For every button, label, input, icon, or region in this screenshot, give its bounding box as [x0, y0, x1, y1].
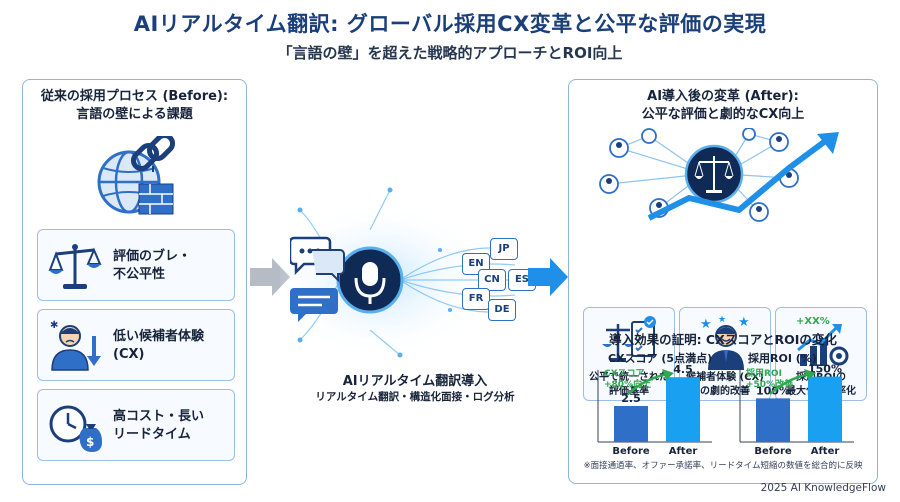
happy-candidate-icon: ★ ★ ★ — [700, 315, 750, 370]
page-title: AIリアルタイム翻訳: グローバル採用CX変革と公平な評価の実現 — [133, 12, 767, 36]
roi-badge: +XX% — [796, 316, 830, 327]
clock-money-icon: $ — [49, 405, 102, 452]
cx-chart-title: CXスコア (5点満点) — [608, 352, 713, 365]
after-card-2-line2: の劇的改善 — [700, 386, 750, 397]
center-label-main: AIリアルタイム翻訳導入 — [342, 374, 488, 389]
fair-network-growth-icon — [599, 128, 839, 222]
before-card-low-cx: ✱ 低い候補者体験 (CX) — [37, 309, 235, 381]
cx-annotation-line2: +80%向上 — [604, 378, 651, 390]
before-card-2-line1: 低い候補者体験 — [113, 329, 205, 344]
before-card-unfairness: 評価のブレ・ 不公平性 — [37, 229, 235, 301]
roi-annotation-line1: 採用ROI — [746, 367, 782, 379]
lang-tag-de: DE — [488, 299, 516, 321]
lang-tag-fr: FR — [462, 288, 490, 310]
before-card-high-cost: $ 高コスト・長い リードタイム — [37, 389, 235, 461]
after-card-1-line1: 公平で統一された — [589, 372, 669, 383]
before-card-2-line2: (CX) — [113, 347, 145, 362]
proof-title: 導入効果の証明: CXスコアとROIの変化 — [609, 332, 837, 347]
roi-trend-arrowhead — [804, 369, 816, 380]
before-title-line1: 従来の採用プロセス (Before): — [40, 89, 229, 104]
scale-icon — [48, 244, 102, 289]
roi-bar-after — [808, 376, 842, 442]
before-title-line2: 言語の壁による課題 — [76, 107, 193, 122]
roi-annotation-line2: +50%改善 — [746, 378, 793, 390]
before-card-3-line1: 高コスト・長い — [113, 409, 205, 424]
copyright: 2025 AI KnowledgeFlow — [760, 482, 886, 494]
roi-category-label-1: After — [811, 446, 840, 457]
roi-value-label-1: 150% — [808, 364, 842, 376]
arrow-right-blue-icon — [528, 258, 568, 296]
svg-text:★: ★ — [700, 317, 712, 332]
cx-category-label-1: After — [669, 446, 698, 457]
svg-text:✱: ✱ — [50, 320, 58, 331]
ai-translation-network — [280, 187, 518, 360]
after-title-line2: 公平な評価と劇的なCX向上 — [641, 107, 805, 122]
lang-tag-cn: CN — [478, 269, 506, 291]
cx-annotation-line1: CXスコア — [604, 368, 645, 379]
after-card-2-line1: 候補者体験 (CX) — [686, 372, 764, 383]
before-card-3-line2: リードタイム — [113, 427, 191, 442]
page-subtitle: 「言語の壁」を超えた戦略的アプローチとROI向上 — [277, 44, 623, 62]
cx-category-label-0: Before — [612, 446, 650, 457]
chat-bubbles-icon — [290, 236, 345, 322]
globe-broken-chain-icon — [97, 136, 176, 215]
cx-value-label-1: 4.5 — [673, 364, 693, 376]
roi-growth-chart-icon: +XX% — [796, 316, 849, 366]
cx-bar-after — [666, 377, 700, 442]
svg-text:★: ★ — [718, 315, 726, 325]
roi-bar-before — [756, 398, 790, 442]
before-card-1-line1: 評価のブレ・ — [113, 249, 192, 264]
before-card-1-line2: 不公平性 — [113, 267, 166, 282]
footnote: ※面接通過率、オファー承諾率、リードタイム短縮の数値を総合的に反映 — [583, 461, 863, 471]
roi-chart-title: 採用ROI (%) — [748, 352, 817, 365]
cx-trend-arrowhead — [662, 369, 674, 380]
lang-tag-jp: JP — [490, 238, 518, 260]
cx-bar-before — [614, 406, 648, 442]
before-panel: 従来の採用プロセス (Before): 言語の壁による課題 — [22, 79, 247, 485]
svg-text:$: $ — [86, 435, 94, 449]
scale-checklist-icon — [602, 316, 656, 362]
center-label-sub: リアルタイム翻訳・構造化面接・ログ分析 — [315, 391, 515, 403]
cx-value-label-0: 2.5 — [621, 392, 641, 405]
after-title-line1: AI導入後の変革 (After): — [647, 89, 799, 104]
roi-category-label-0: Before — [754, 446, 792, 457]
svg-text:★: ★ — [738, 315, 750, 330]
frustrated-person-icon: ✱ — [50, 320, 101, 371]
